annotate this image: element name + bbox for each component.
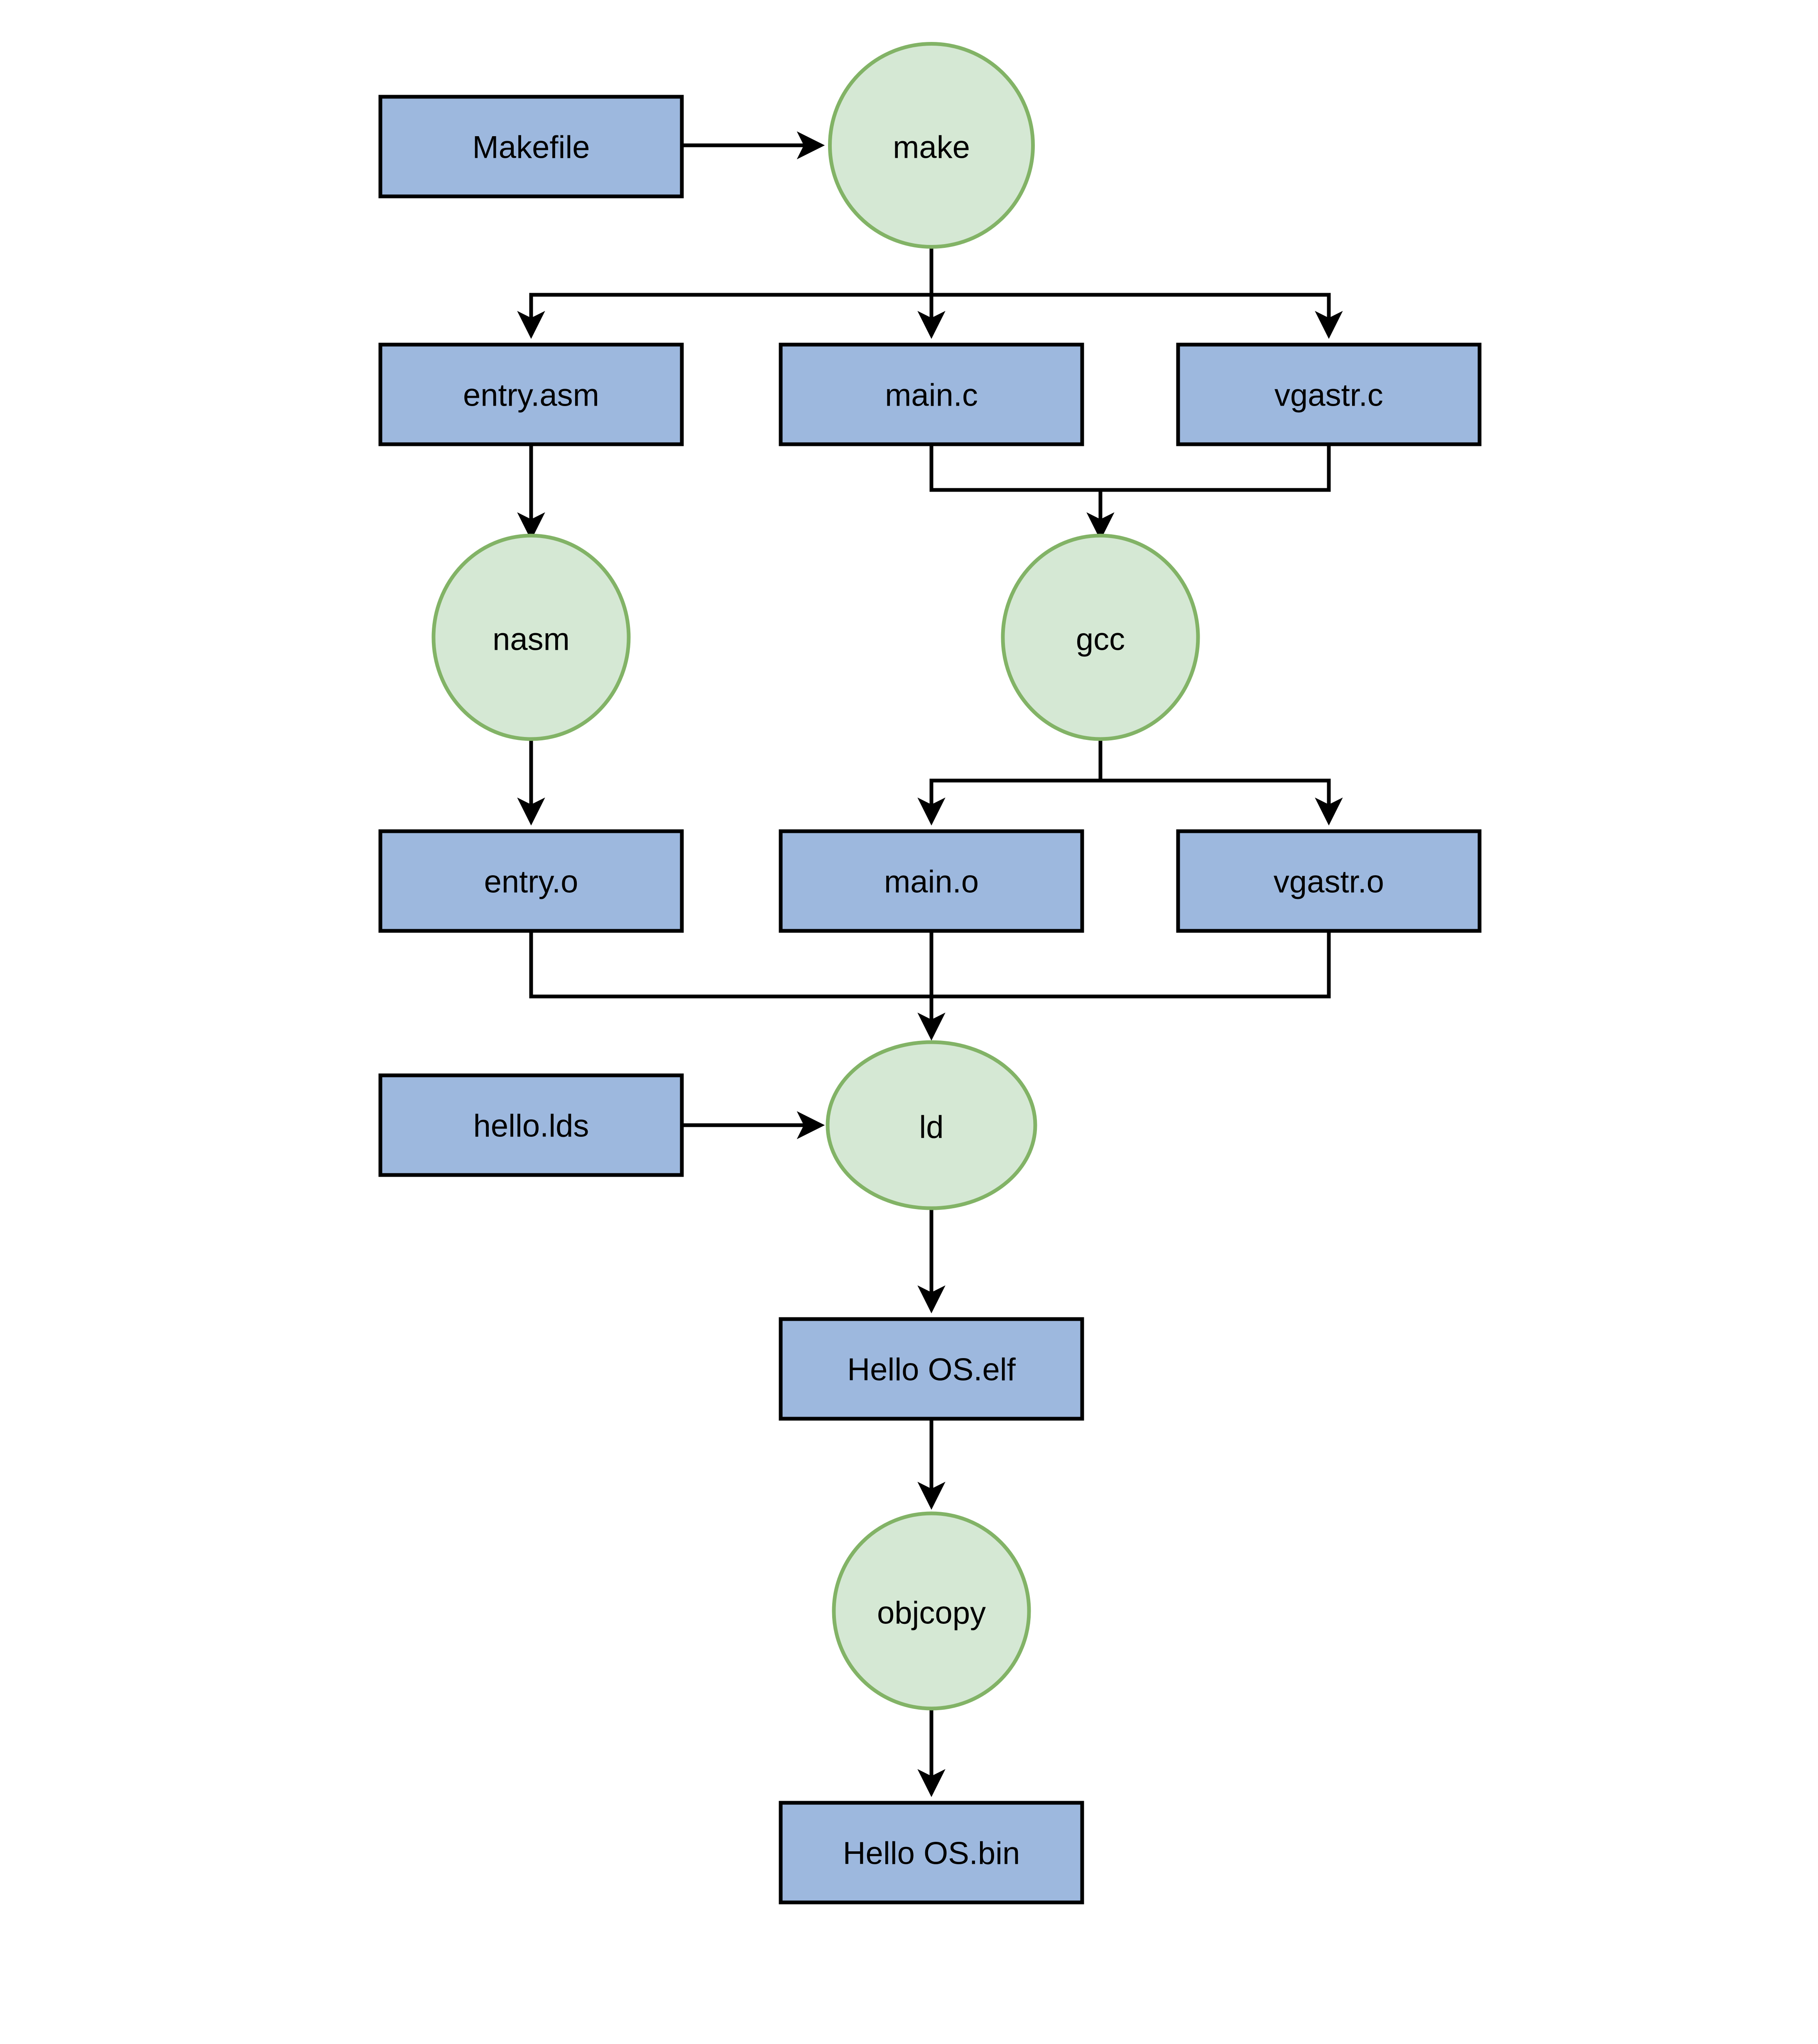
edge-layer xyxy=(517,131,1343,1797)
node-gcc[interactable]: gcc xyxy=(1001,534,1200,741)
node-makefile[interactable]: Makefile xyxy=(378,95,684,198)
node-hello-os-bin[interactable]: Hello OS.bin xyxy=(779,1801,1084,1904)
node-ld[interactable]: ld xyxy=(826,1040,1037,1210)
node-objcopy[interactable]: objcopy xyxy=(832,1511,1031,1711)
edge-vgastr-o-to-ld xyxy=(931,931,1331,999)
edge-make-to-vgastr-c xyxy=(931,293,1343,339)
node-entry-o[interactable]: entry.o xyxy=(378,829,684,933)
node-main-o[interactable]: main.o xyxy=(779,829,1084,933)
node-make[interactable]: make xyxy=(828,42,1035,249)
node-vgastr-o[interactable]: vgastr.o xyxy=(1176,829,1482,933)
edge-main-c-to-gcc xyxy=(929,444,1115,541)
node-main-c[interactable]: main.c xyxy=(779,343,1084,446)
node-vgastr-c[interactable]: vgastr.c xyxy=(1176,343,1482,446)
node-hello-os-elf[interactable]: Hello OS.elf xyxy=(779,1317,1084,1421)
edge-make-to-entry-asm xyxy=(517,247,934,339)
edge-entry-o-to-ld xyxy=(529,931,931,999)
edge-vgastr-c-to-gcc xyxy=(1100,444,1331,492)
node-nasm[interactable]: nasm xyxy=(431,534,631,741)
edge-gcc-to-vgastr-o xyxy=(1100,778,1343,826)
node-entry-asm[interactable]: entry.asm xyxy=(378,343,684,446)
node-hello-lds[interactable]: hello.lds xyxy=(378,1073,684,1177)
edge-gcc-to-main-o xyxy=(917,720,1103,826)
